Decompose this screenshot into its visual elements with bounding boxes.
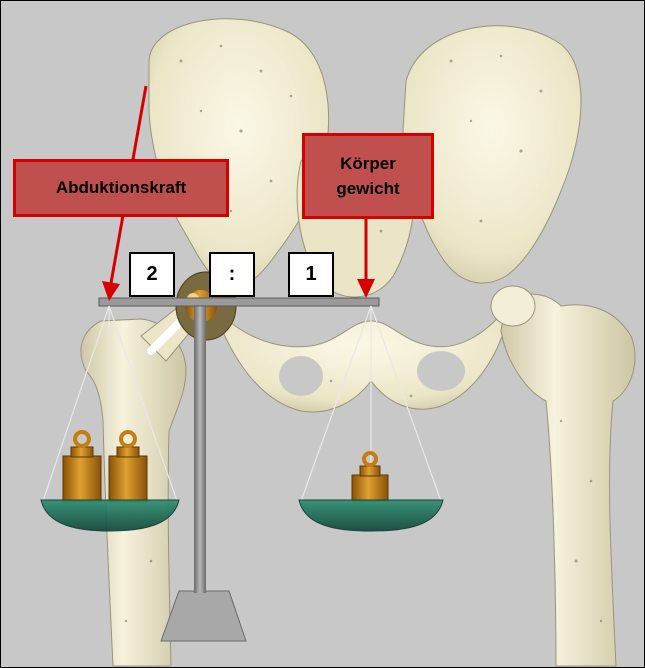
body-weight-label: Körper gewicht [302, 133, 434, 219]
ratio-left-box: 2 [129, 252, 175, 297]
right-femur [491, 286, 635, 666]
ratio-separator: : [229, 263, 236, 286]
scale-pole [194, 301, 206, 593]
abduction-force-text: Abduktionskraft [56, 175, 186, 201]
ratio-right-value: 1 [305, 263, 316, 286]
right-pan [299, 500, 443, 531]
ratio-separator-box: : [209, 252, 255, 297]
ratio-right-box: 1 [288, 252, 334, 297]
scale-beam [99, 298, 379, 306]
body-weight-text-line1: Körper [340, 151, 396, 177]
abduction-force-label: Abduktionskraft [13, 159, 229, 217]
right-weight [352, 453, 388, 501]
ratio-left-value: 2 [146, 263, 157, 286]
body-weight-text-line2: gewicht [336, 176, 399, 202]
scale-base [161, 591, 246, 641]
